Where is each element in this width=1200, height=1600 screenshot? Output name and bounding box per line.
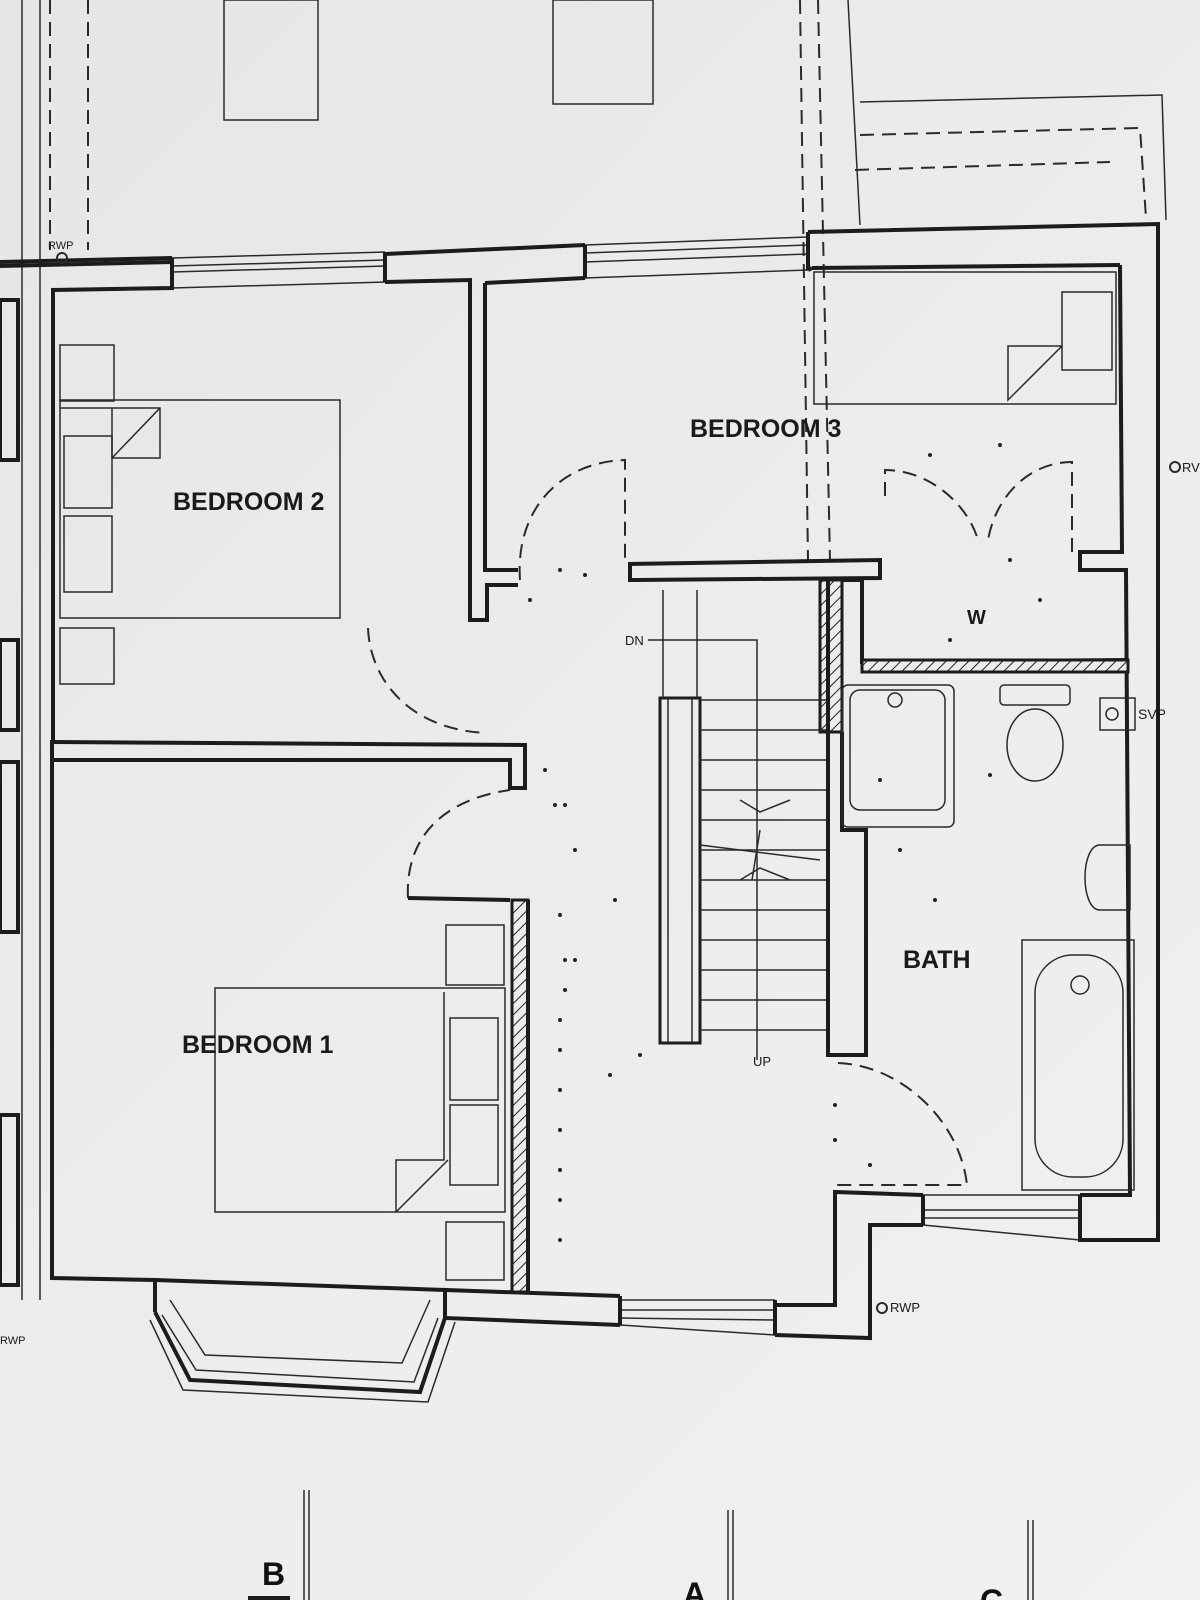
electrical-point (558, 1168, 562, 1172)
electrical-point (553, 803, 557, 807)
rwp-markers (56, 252, 1181, 1314)
doors (367, 458, 1073, 1186)
electrical-point (933, 898, 937, 902)
stairs-down-label: DN (625, 633, 644, 648)
external-walls (0, 221, 1160, 1341)
electrical-point (528, 598, 532, 602)
context-lines (0, 0, 1167, 1300)
electrical-point (583, 573, 587, 577)
bath-tub (1021, 939, 1135, 1191)
electrical-point (543, 768, 547, 772)
section-marker-a: A (683, 1576, 706, 1600)
rwp-label-cut: RV (1182, 460, 1200, 475)
shower-tray (841, 684, 955, 828)
bedside-table (59, 627, 115, 685)
section-marker-b: B (262, 1556, 285, 1592)
electrical-point (563, 958, 567, 962)
electrical-point (563, 803, 567, 807)
electrical-point (833, 1103, 837, 1107)
electrical-point (948, 638, 952, 642)
room-label-bedroom-2: BEDROOM 2 (173, 488, 324, 516)
electrical-point (898, 848, 902, 852)
electrical-point (558, 1198, 562, 1202)
svp-label: SVP (1138, 706, 1166, 722)
rwp-label: RWP (0, 1335, 25, 1347)
electrical-point (1008, 558, 1012, 562)
electrical-point (878, 778, 882, 782)
electrical-point (998, 443, 1002, 447)
electrical-point (558, 1048, 562, 1052)
electrical-point (1038, 598, 1042, 602)
electrical-point (988, 773, 992, 777)
section-lines (248, 1490, 1034, 1600)
electrical-point (833, 1138, 837, 1142)
stairs-up-label: UP (753, 1054, 771, 1069)
bed-bedroom-2 (59, 399, 341, 619)
toilet (999, 684, 1071, 706)
electrical-point (558, 1128, 562, 1132)
bed-bedroom-1 (214, 987, 506, 1213)
section-marker-c: C (980, 1583, 1003, 1600)
electrical-point (558, 1018, 562, 1022)
internal-walls (52, 557, 1130, 1294)
electrical-point (563, 988, 567, 992)
electrical-point (868, 1163, 872, 1167)
bedside-table (59, 344, 115, 402)
electrical-point (573, 958, 577, 962)
electrical-point (928, 453, 932, 457)
electrical-point (558, 1238, 562, 1242)
bedside-table (445, 924, 505, 986)
windows (149, 232, 1082, 1403)
room-label-bedroom-3: BEDROOM 3 (690, 415, 841, 443)
room-label-bedroom-1: BEDROOM 1 (182, 1031, 334, 1059)
staircase[interactable] (648, 590, 826, 1060)
svp-pipe (1105, 707, 1119, 721)
electrical-point (573, 848, 577, 852)
bedside-table (445, 1221, 505, 1281)
electrical-points (528, 443, 1042, 1242)
room-label-wc: W (967, 607, 986, 629)
rwp-label: RWP (48, 240, 73, 252)
electrical-point (558, 913, 562, 917)
electrical-point (608, 1073, 612, 1077)
electrical-point (613, 898, 617, 902)
rwp-label: RWP (890, 1300, 920, 1315)
furniture (59, 271, 1136, 1281)
electrical-point (638, 1053, 642, 1057)
basin (1084, 844, 1131, 911)
room-label-bath: BATH (903, 946, 971, 974)
bed-bedroom-3 (813, 271, 1117, 405)
electrical-point (558, 1088, 562, 1092)
electrical-point (558, 568, 562, 572)
